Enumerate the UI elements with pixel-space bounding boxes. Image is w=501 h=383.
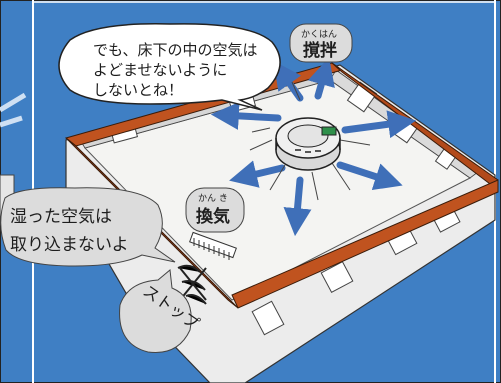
motion-lines xyxy=(249,81,371,201)
speech-bubble-line3: しないとね！ xyxy=(93,81,183,99)
circular-fan-icon xyxy=(275,117,341,171)
stir-label-text: 撹拌 xyxy=(303,40,337,61)
vent-opening xyxy=(251,300,285,336)
humid-air-line1: 湿った空気は xyxy=(10,207,112,227)
wind-arrow-icon xyxy=(0,92,27,128)
stir-label-ruby: かくはん xyxy=(301,29,337,40)
vent-opening xyxy=(320,260,354,294)
stir-label: かくはん 撹拌 xyxy=(289,23,353,63)
humid-air-line2: 取り込まないよ xyxy=(10,235,129,255)
ventilation-label-text: 換気 xyxy=(196,206,230,227)
speech-bubble-line2: よどませないように xyxy=(93,61,227,79)
speech-bubble-line1: でも、床下の中の空気は xyxy=(93,41,258,59)
ventilation-label-ruby: かん き xyxy=(198,193,228,204)
ventilation-label: かん き 換気 xyxy=(185,187,245,233)
x-mark-icon xyxy=(177,264,207,305)
humid-air-bubble: 湿った空気は 取り込まないよ xyxy=(0,187,176,267)
vent-grille-icon xyxy=(189,231,237,260)
speech-bubble: でも、床下の中の空気は よどませないように しないとね！ xyxy=(58,23,281,111)
airflow-arrows xyxy=(210,57,417,237)
sill-beam-front xyxy=(231,179,499,309)
